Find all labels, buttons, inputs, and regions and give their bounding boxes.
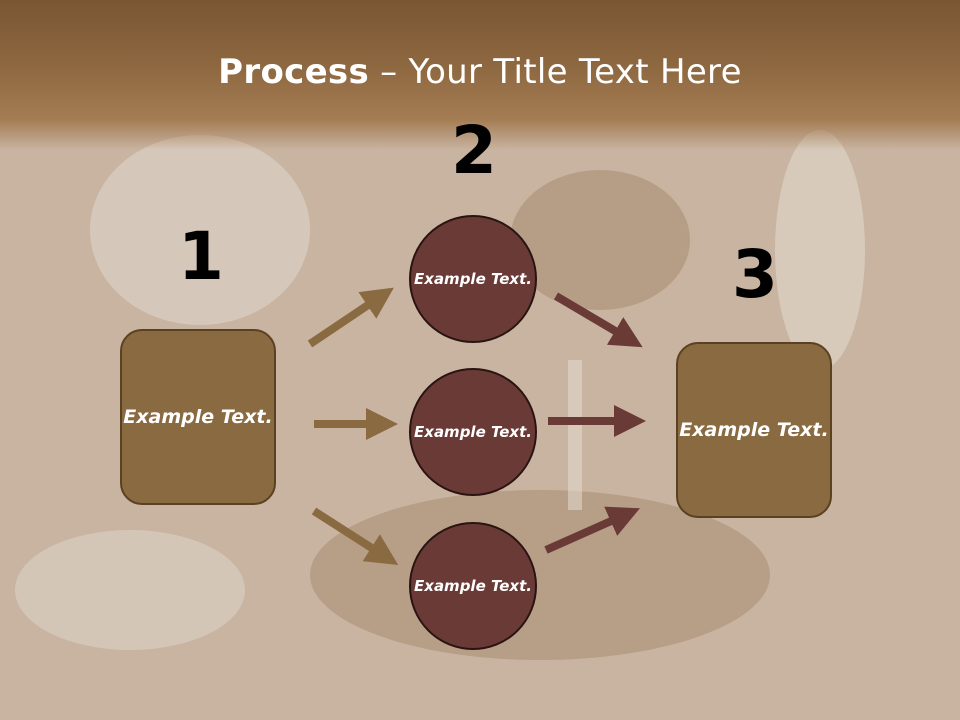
circle-top: Example Text. [409, 215, 537, 343]
step-number-1: 1 [178, 218, 224, 295]
title-bold: Process [218, 52, 370, 92]
title-band [0, 0, 960, 150]
step-number-3: 3 [732, 236, 778, 313]
circle-bottom-label: Example Text. [414, 576, 532, 595]
circle-bottom: Example Text. [409, 522, 537, 650]
right-box-label: Example Text. [679, 418, 829, 441]
circle-middle: Example Text. [409, 368, 537, 496]
left-box-label: Example Text. [123, 405, 273, 428]
circle-top-label: Example Text. [414, 269, 532, 288]
title-rest: – Your Title Text Here [369, 52, 742, 92]
circle-middle-label: Example Text. [414, 422, 532, 441]
slide-title: Process – Your Title Text Here [0, 52, 960, 92]
right-process-box: Example Text. [676, 342, 832, 518]
step-number-2: 2 [451, 112, 497, 189]
left-process-box: Example Text. [120, 329, 276, 505]
